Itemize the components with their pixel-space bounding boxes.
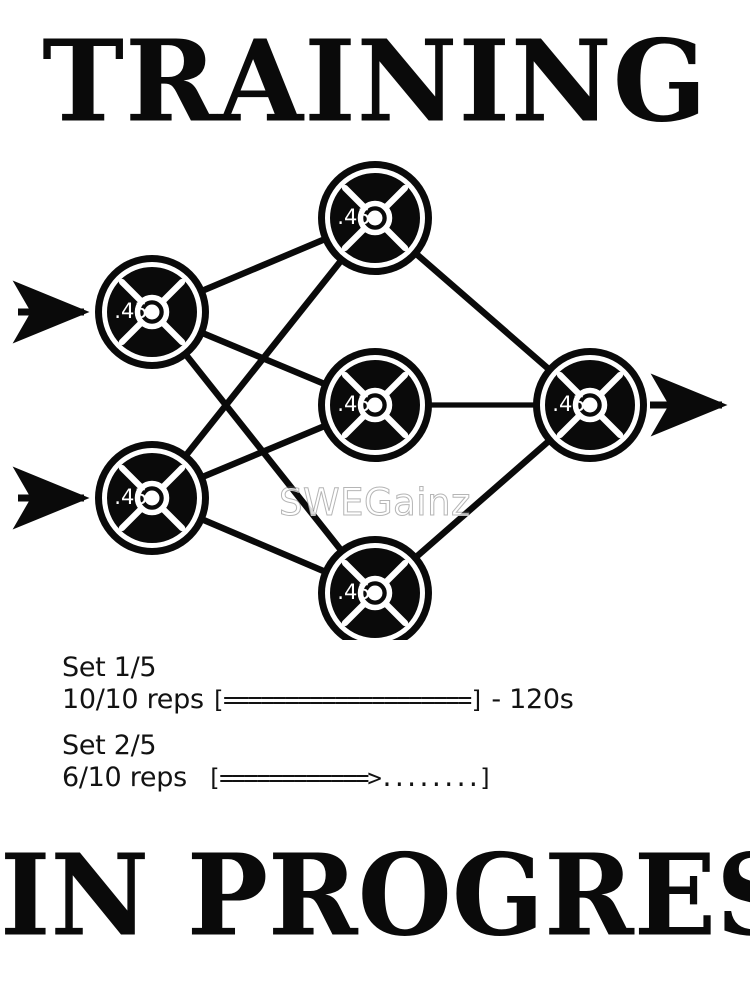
weight-plate-icon [318,348,432,462]
node-input-1-label: .45 [114,299,147,323]
weight-plate-icon [95,255,209,369]
node-output-1[interactable]: .45 [533,348,647,462]
set-2-label: Set 2/5 [62,729,157,761]
node-hidden-1[interactable]: .45 [318,161,432,275]
page-title-bottom: IN PROGRESS [0,830,750,962]
node-output-1-label: .45 [552,392,585,416]
node-hidden-2[interactable]: .45 [318,348,432,462]
set-block-2: Set 2/5 6/10 reps [============>........… [62,730,722,794]
set-block-1: Set 1/5 10/10 reps [====================… [62,652,722,716]
weight-plate-icon [95,441,209,555]
node-input-2-label: .45 [114,485,147,509]
set-2-progress-row: 6/10 reps [============>........] [62,762,722,794]
set-1-rest-timer: - 120s [491,683,574,715]
set-1-label: Set 1/5 [62,652,157,683]
weight-plate-icon [318,161,432,275]
set-2-reps: 6/10 reps [62,761,187,793]
set-2-progress-bar: [============>........] [206,763,493,792]
training-log: Set 1/5 10/10 reps [====================… [62,652,722,807]
weight-plate-icon [318,536,432,640]
node-hidden-3[interactable]: .45 [318,536,432,640]
set-1-progress-bar: [====================] [210,685,485,714]
node-hidden-3-label: .45 [337,580,370,604]
set-1-progress-row: 10/10 reps [====================] - 120s [62,684,722,716]
node-input-2[interactable]: .45 [95,441,209,555]
node-hidden-1-label: .45 [337,205,370,229]
node-hidden-2-label: .45 [337,392,370,416]
set-1-reps: 10/10 reps [62,683,204,715]
page-title-top: TRAINING [42,16,708,148]
node-input-1[interactable]: .45 [95,255,209,369]
network-nodes: .45 .45 .45 .45 .45 .45 [95,161,647,640]
weight-plate-icon [533,348,647,462]
neural-network-diagram: .45 .45 .45 .45 .45 .45 [12,140,728,640]
network-io-arrows [12,280,728,530]
edge-input2-hidden1 [149,216,378,500]
